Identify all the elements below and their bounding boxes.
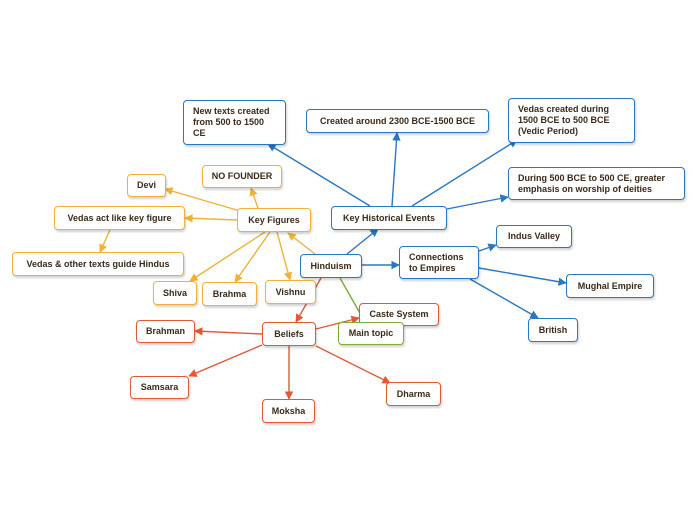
edge-beliefs-dharma: [315, 345, 391, 384]
node-indus-valley[interactable]: Indus Valley: [496, 225, 572, 248]
node-during-500-bce[interactable]: During 500 BCE to 500 CE, greater emphas…: [508, 167, 685, 200]
edge-vedas-key-vedas-texts: [99, 229, 111, 253]
node-british[interactable]: British: [528, 318, 578, 342]
node-vishnu[interactable]: Vishnu: [265, 280, 316, 304]
node-main-topic-label: Main topic: [348, 328, 394, 339]
node-key-figures-label: Key Figures: [248, 214, 300, 225]
node-moksha-label: Moksha: [271, 405, 306, 416]
node-shiva-label: Shiva: [162, 287, 187, 298]
node-vedas-other-texts-label: Vedas & other texts guide Hindus: [26, 258, 170, 269]
node-brahman-label: Brahman: [145, 326, 185, 337]
node-connections-to-empires[interactable]: Connections to Empires: [399, 246, 479, 279]
node-indus-valley-label: Indus Valley: [507, 231, 561, 242]
node-caste-system-label: Caste System: [369, 309, 429, 320]
node-mughal-empire-label: Mughal Empire: [577, 280, 643, 291]
node-no-founder[interactable]: NO FOUNDER: [202, 165, 282, 188]
node-dharma-label: Dharma: [396, 388, 431, 399]
edge-key-figures-shiva: [189, 231, 266, 282]
node-hinduism[interactable]: Hinduism: [300, 254, 362, 278]
node-vishnu-label: Vishnu: [275, 286, 306, 297]
node-vedas-created-label: Vedas created during 1500 BCE to 500 BCE…: [518, 104, 610, 136]
edge-hinduism-key-historical-events: [346, 228, 379, 255]
edge-connections-british: [469, 278, 539, 319]
node-dharma[interactable]: Dharma: [386, 382, 441, 406]
node-vedas-act-like-key-figure-label: Vedas act like key figure: [67, 212, 172, 223]
edge-key-figures-no-founder: [249, 187, 259, 209]
node-created-around[interactable]: Created around 2300 BCE-1500 BCE: [306, 109, 489, 133]
node-brahma-label: Brahma: [212, 288, 247, 299]
edge-key-figures-brahma: [234, 231, 271, 283]
edge-connections-mughal: [478, 267, 567, 286]
edge-key-figures-devi: [164, 187, 241, 212]
node-moksha[interactable]: Moksha: [262, 399, 315, 423]
node-vedas-created[interactable]: Vedas created during 1500 BCE to 500 BCE…: [508, 98, 635, 143]
edge-hinduism-key-figures: [287, 232, 316, 255]
node-beliefs-label: Beliefs: [274, 328, 304, 339]
edge-events-vedas-created: [411, 139, 518, 207]
node-vedas-other-texts[interactable]: Vedas & other texts guide Hindus: [12, 252, 184, 276]
edge-key-figures-vedas-key: [184, 214, 238, 223]
edge-events-during-500: [446, 194, 509, 210]
node-brahma[interactable]: Brahma: [202, 282, 257, 306]
node-mughal-empire[interactable]: Mughal Empire: [566, 274, 654, 298]
edge-key-figures-vishnu: [276, 231, 293, 281]
node-new-texts-created[interactable]: New texts created from 500 to 1500 CE: [183, 100, 286, 145]
node-key-historical-events[interactable]: Key Historical Events: [331, 206, 447, 230]
edge-events-new-texts: [267, 143, 371, 207]
node-vedas-act-like-key-figure[interactable]: Vedas act like key figure: [54, 206, 185, 230]
node-devi-label: Devi: [136, 180, 156, 191]
node-no-founder-label: NO FOUNDER: [211, 171, 273, 182]
node-hinduism-label: Hinduism: [310, 260, 352, 271]
edge-beliefs-samsara: [188, 344, 263, 377]
node-created-around-label: Created around 2300 BCE-1500 BCE: [319, 115, 476, 126]
node-new-texts-created-label: New texts created from 500 to 1500 CE: [193, 106, 270, 138]
edge-beliefs-caste-system: [315, 315, 360, 330]
node-key-figures[interactable]: Key Figures: [237, 208, 311, 232]
node-key-historical-events-label: Key Historical Events: [342, 212, 436, 223]
node-beliefs[interactable]: Beliefs: [262, 322, 316, 346]
node-samsara-label: Samsara: [140, 382, 179, 393]
node-shiva[interactable]: Shiva: [153, 281, 197, 305]
node-main-topic[interactable]: Main topic: [338, 322, 404, 345]
node-samsara[interactable]: Samsara: [130, 376, 189, 399]
edge-events-created-around: [391, 132, 401, 207]
node-british-label: British: [538, 324, 568, 335]
node-during-500-bce-label: During 500 BCE to 500 CE, greater emphas…: [518, 172, 666, 194]
edge-beliefs-brahman: [194, 327, 263, 336]
edge-connections-indus-valley: [478, 243, 497, 252]
node-connections-to-empires-label: Connections to Empires: [409, 251, 464, 273]
node-brahman[interactable]: Brahman: [136, 320, 195, 343]
node-devi[interactable]: Devi: [127, 174, 166, 197]
